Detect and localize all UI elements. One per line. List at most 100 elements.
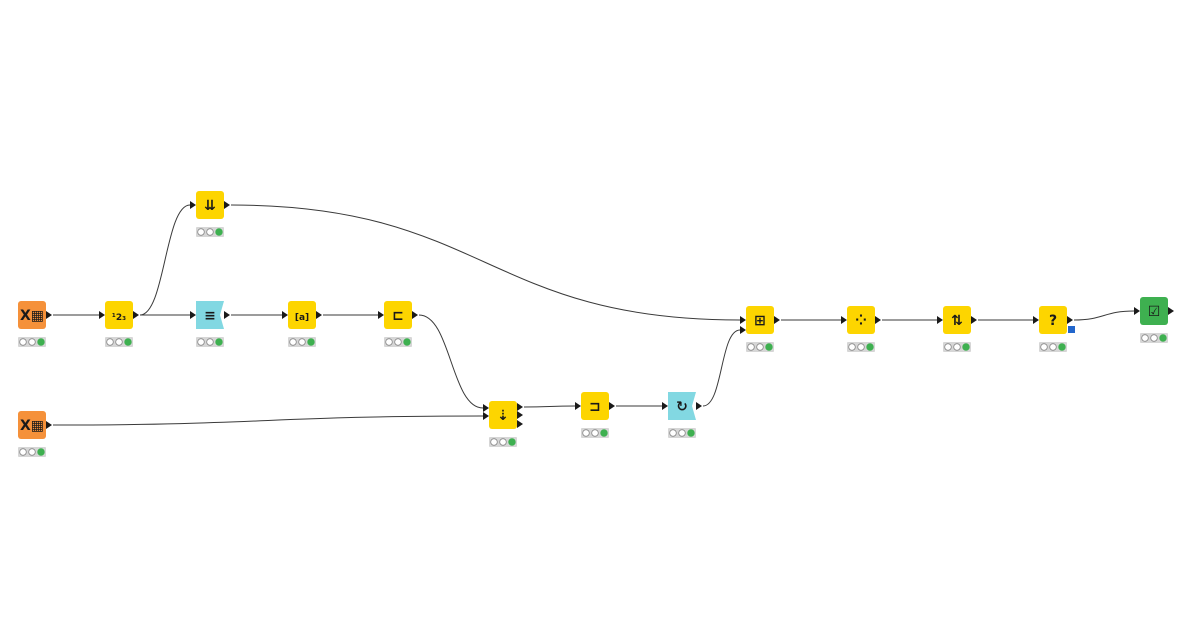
output-port[interactable] (316, 311, 322, 319)
output-port[interactable] (412, 311, 418, 319)
node-body[interactable] (288, 301, 316, 329)
node-sorter[interactable]: ⇊ (190, 191, 230, 237)
question-icon: ? (1049, 313, 1057, 329)
status-light-green (508, 438, 516, 446)
output-port[interactable] (133, 311, 139, 319)
input-port[interactable] (190, 311, 196, 319)
node-concatenate[interactable]: ⊞ (740, 306, 780, 352)
status-light-green (600, 429, 608, 437)
input-port[interactable] (99, 311, 105, 319)
node-groupby[interactable]: ⁘ (841, 306, 881, 352)
connections-layer (52, 204, 1135, 426)
merge-icon: ⊐ (589, 399, 601, 415)
node-body[interactable] (581, 392, 609, 420)
status-light-off (298, 338, 306, 346)
edge-loop-end-to-concatenate[interactable] (702, 329, 741, 407)
input-port[interactable] (378, 311, 384, 319)
output-port[interactable] (46, 311, 52, 319)
status-light-off (197, 338, 205, 346)
output-port[interactable] (1168, 307, 1174, 315)
status-light-off (106, 338, 114, 346)
output-port[interactable] (224, 311, 230, 319)
status-light-green (962, 343, 970, 351)
output-port[interactable] (696, 402, 702, 410)
edge-excel-reader-2-to-joiner[interactable] (52, 415, 484, 426)
output-port[interactable] (774, 316, 780, 324)
status-light-off (394, 338, 402, 346)
input-port[interactable] (662, 402, 668, 410)
node-loop-end[interactable]: ↻ (662, 392, 702, 438)
output-port[interactable] (517, 420, 523, 428)
input-port[interactable] (1033, 316, 1039, 324)
node-body[interactable] (196, 191, 224, 219)
number-format-icon: ¹2₃ (112, 313, 126, 323)
edge-sorter-to-concatenate[interactable] (230, 204, 741, 321)
node-excel-reader-2[interactable]: X▦ (18, 411, 52, 457)
node-body[interactable] (196, 301, 224, 329)
node-row-filter[interactable]: ≡ (190, 301, 230, 347)
input-port[interactable] (1134, 307, 1140, 315)
node-excel-reader-1[interactable]: X▦ (18, 301, 52, 347)
status-light-off (197, 228, 205, 236)
edge-rule-engine-to-excel-writer[interactable] (1073, 310, 1135, 321)
column-rename-icon: [a] (295, 313, 309, 323)
flow-variable-port[interactable] (1068, 326, 1075, 333)
status-light-off (857, 343, 865, 351)
node-body[interactable] (18, 411, 46, 439)
status-light-green (124, 338, 132, 346)
output-port[interactable] (609, 402, 615, 410)
output-port[interactable] (875, 316, 881, 324)
node-body[interactable] (384, 301, 412, 329)
node-body[interactable] (105, 301, 133, 329)
output-port[interactable] (1067, 316, 1073, 324)
edge-number-to-string-to-sorter[interactable] (139, 204, 191, 316)
output-port[interactable] (517, 403, 523, 411)
edge-joiner-to-column-merge[interactable] (523, 405, 576, 408)
status-light-off (1049, 343, 1057, 351)
input-port[interactable] (740, 326, 746, 334)
node-column-merge[interactable]: ⊐ (575, 392, 615, 438)
output-port[interactable] (224, 201, 230, 209)
output-port[interactable] (46, 421, 52, 429)
node-rule-engine[interactable]: ? (1033, 306, 1075, 352)
node-column-split[interactable]: ⊏ (378, 301, 418, 347)
edge-column-split-to-joiner[interactable] (418, 314, 484, 409)
node-sorter-2[interactable]: ⇅ (937, 306, 977, 352)
input-port[interactable] (190, 201, 196, 209)
status-light-off (289, 338, 297, 346)
input-port[interactable] (575, 402, 581, 410)
node-joiner[interactable]: ⇣ (483, 401, 523, 447)
input-port[interactable] (483, 412, 489, 420)
node-number-to-string[interactable]: ¹2₃ (99, 301, 139, 347)
node-body[interactable] (668, 392, 696, 420)
node-body[interactable] (1039, 306, 1067, 334)
node-body[interactable] (943, 306, 971, 334)
groupby-icon: ⁘ (855, 313, 867, 329)
input-port[interactable] (740, 316, 746, 324)
status-light-off (848, 343, 856, 351)
node-body[interactable] (489, 401, 517, 429)
input-port[interactable] (282, 311, 288, 319)
status-light-off (19, 448, 27, 456)
node-body[interactable] (847, 306, 875, 334)
status-light-off (490, 438, 498, 446)
status-light-off (28, 448, 36, 456)
filter-list-icon: ≡ (204, 308, 216, 324)
input-port[interactable] (841, 316, 847, 324)
node-column-rename[interactable]: [a] (282, 301, 322, 347)
nodes-layer: X▦ ¹2₃ ⇊ ≡ [a] ⊏ X▦ ⇣ ⊐ ↻ ⊞ ⁘ ⇅? ☑ (18, 191, 1174, 457)
status-light-green (687, 429, 695, 437)
status-light-green (765, 343, 773, 351)
output-port[interactable] (971, 316, 977, 324)
node-body[interactable] (1140, 297, 1168, 325)
status-light-green (403, 338, 411, 346)
input-port[interactable] (937, 316, 943, 324)
node-excel-writer[interactable]: ☑ (1134, 297, 1174, 343)
output-port[interactable] (517, 411, 523, 419)
node-body[interactable] (746, 306, 774, 334)
node-body[interactable] (18, 301, 46, 329)
input-port[interactable] (483, 404, 489, 412)
status-light-off (669, 429, 677, 437)
